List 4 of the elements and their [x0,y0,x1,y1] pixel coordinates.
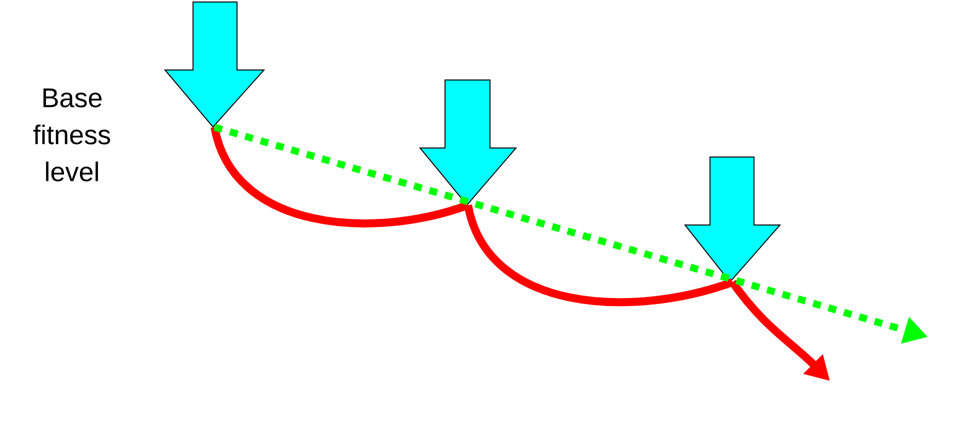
side-label: Base fitness level [33,88,110,182]
block-arrow [164,2,266,128]
block-arrow [418,80,518,206]
block-arrow [684,156,782,283]
